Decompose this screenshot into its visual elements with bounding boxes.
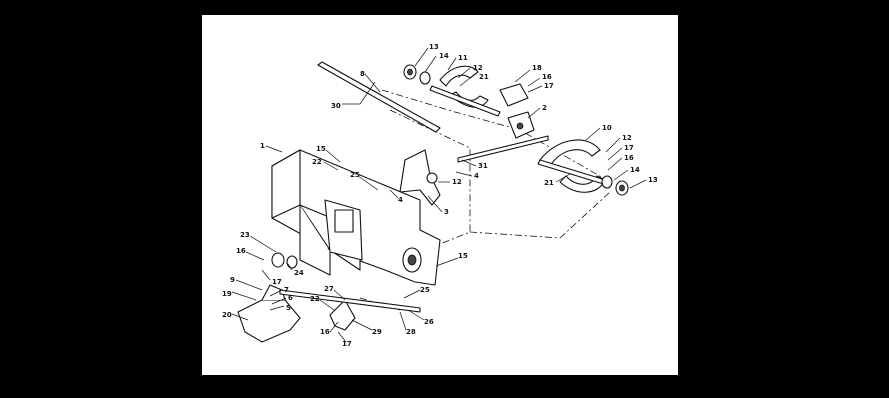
callout-18: 18 xyxy=(532,64,542,72)
leader-lines xyxy=(231,47,647,343)
callout-25: 25 xyxy=(350,171,360,179)
callout-16-left: 16 xyxy=(236,247,246,255)
callout-19: 19 xyxy=(222,290,232,298)
callout-17-left: 17 xyxy=(272,278,282,286)
callout-10: 10 xyxy=(602,124,612,132)
callout-9: 9 xyxy=(230,276,235,284)
callout-11: 11 xyxy=(458,54,468,62)
callout-12-center: 12 xyxy=(452,178,462,186)
callout-3: 3 xyxy=(444,208,449,216)
callout-12: 12 xyxy=(473,64,483,72)
clip xyxy=(329,299,356,331)
callout-4: 4 xyxy=(398,196,403,204)
callout-29: 29 xyxy=(372,328,382,336)
callout-13: 13 xyxy=(429,43,439,51)
callout-24: 24 xyxy=(294,269,304,277)
callout-labels: 13 14 11 12 21 8 30 18 16 17 2 10 12 17 … xyxy=(222,43,658,348)
callout-21-right: 21 xyxy=(544,179,554,187)
scraper-bar xyxy=(279,289,421,313)
callout-14-right: 14 xyxy=(630,166,640,174)
callout-8: 8 xyxy=(360,70,365,78)
callout-13-right: 13 xyxy=(648,176,658,184)
callout-28: 28 xyxy=(406,328,416,336)
callout-20: 20 xyxy=(222,311,232,319)
callout-22-lower: 22 xyxy=(310,295,320,303)
callout-2: 2 xyxy=(542,104,547,112)
callout-17-lower: 17 xyxy=(342,340,352,348)
callout-17-right: 17 xyxy=(624,144,634,152)
callout-16: 16 xyxy=(542,73,552,81)
gear-box xyxy=(457,111,549,163)
bearing-assembly xyxy=(271,252,298,269)
callout-16-right: 16 xyxy=(624,154,634,162)
callout-25-lower: 25 xyxy=(420,286,430,294)
callout-30: 30 xyxy=(331,102,341,110)
skid-shoe xyxy=(237,284,301,343)
callout-26: 26 xyxy=(424,318,434,326)
callout-4-right: 4 xyxy=(474,172,479,180)
callout-12-right: 12 xyxy=(622,134,632,142)
callout-15-right: 15 xyxy=(458,252,468,260)
callout-5: 5 xyxy=(286,304,291,312)
callout-14: 14 xyxy=(439,52,449,60)
callout-16-lower: 16 xyxy=(320,328,330,336)
callout-27: 27 xyxy=(324,285,334,293)
callout-1: 1 xyxy=(260,142,265,150)
callout-22: 22 xyxy=(312,158,322,166)
center-bracket xyxy=(399,149,441,206)
callout-15: 15 xyxy=(316,145,326,153)
callout-21: 21 xyxy=(479,73,489,81)
callout-23: 23 xyxy=(240,231,250,239)
right-auger xyxy=(537,139,629,196)
callout-17: 17 xyxy=(544,82,554,90)
left-auger xyxy=(403,64,529,117)
callout-6: 6 xyxy=(288,294,293,302)
callout-7: 7 xyxy=(284,286,289,294)
callout-31: 31 xyxy=(478,162,488,170)
auger-housing xyxy=(271,149,441,286)
drive-shaft xyxy=(317,61,441,133)
